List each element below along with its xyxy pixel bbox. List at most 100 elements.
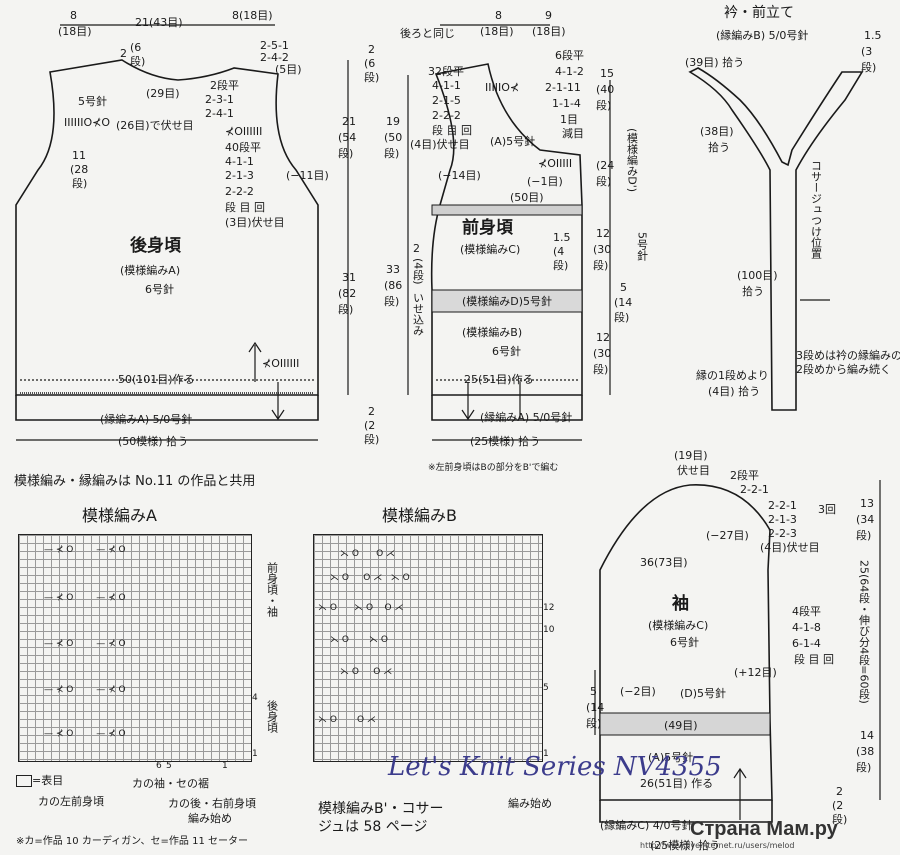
front-b2: 2 (368, 405, 375, 418)
front-r4: (4 (553, 245, 565, 258)
back-neck-dan: 段) (130, 55, 146, 68)
sleeve-d5: (D)5号針 (680, 687, 727, 700)
back-side28b: 段) (72, 177, 88, 190)
back-arm3: (3目)伏せ目 (225, 216, 285, 229)
back-title: 後身頃 (130, 236, 181, 256)
sleeve-h34: (34 (856, 513, 875, 526)
sleeve-h14b: 段) (586, 717, 602, 730)
front-note: ※左前身頃はBの部分をB'で編む (428, 463, 559, 473)
front-pattern-a: (A)5号針 (490, 135, 536, 148)
sleeve-pickup: (25模様) 拾う (650, 839, 721, 852)
front-r6b: 段) (364, 71, 380, 84)
front-a-symbols: ⊀OIIIII (538, 157, 573, 170)
back-edge-symbols: ⊀OIIIIII (262, 357, 300, 370)
front-h82: (82 (338, 287, 357, 300)
back-needle5: 5号針 (78, 95, 107, 108)
collar-note4: (4目) 拾う (708, 385, 761, 398)
chart-b-title: 模様編みB (382, 506, 457, 525)
front-pattern-b: (模様編みB) (462, 326, 523, 339)
back-arm213: 2-1-3 (225, 169, 254, 182)
chart-b-symbol-row: ⋋ O O ⋌ ⋋ O (330, 573, 410, 583)
collar-r3b: 段) (861, 61, 877, 74)
front-r30b: 段) (593, 259, 609, 272)
front-pattern-d: (模様編みD)5号針 (462, 295, 553, 308)
sleeve-b2: 2 (836, 785, 843, 798)
sleeve-r213: 2-1-3 (768, 513, 797, 526)
front-d40: (40 (596, 83, 615, 96)
front-r4b: 段) (553, 259, 569, 272)
chart-a-lab3: カの後・右前身頃 (168, 797, 256, 810)
back-arm-hdr: 段 目 回 (225, 201, 265, 214)
front-ise: いせ込み (411, 292, 425, 336)
back-dec-3: (5目) (275, 63, 302, 76)
chart-a-symbol-row: — ⊀ O — ⊀ O (44, 729, 126, 739)
front-r30c: (30 (593, 347, 612, 360)
chart-a-lab2: カの袖・セの裾 (132, 777, 209, 790)
back-width-mid: 21(43目) (135, 16, 183, 29)
front-w8s: (18目) (480, 25, 514, 38)
back-row231: 2-3-1 (205, 93, 234, 106)
front-bottom: 25(51目)作る (464, 373, 534, 386)
sleeve-needle6: 6号針 (670, 636, 699, 649)
sleeve-edge: (縁編みC) 4/0号針 (600, 819, 693, 832)
chart-a-footnote: ※カ=作品 10 カーディガン、セ=作品 11 セーター (16, 836, 249, 847)
front-d24: (24 (596, 159, 615, 172)
back-width-left: 8 (70, 9, 77, 22)
collar-note1: 3段めは衿の縁編みの (796, 349, 900, 362)
back-row2: 2段平 (210, 79, 239, 92)
front-pattern-d-v: (模様編みD') (625, 128, 639, 193)
front-r12: 12 (596, 227, 610, 240)
collar-r15: 1.5 (864, 29, 882, 42)
back-minus11: (−11目) (286, 169, 329, 182)
chart-a-col: 1 (222, 761, 228, 771)
front-r5: 5 (620, 281, 627, 294)
sleeve-outline (599, 484, 773, 801)
front-r2: 2 (368, 43, 375, 56)
front-h19: 19 (386, 115, 400, 128)
chart-a-lab1: カの左前身頃 (38, 795, 104, 808)
front-h50b: 段) (384, 147, 400, 160)
sleeve-i-hdr: 段 目 回 (794, 653, 834, 666)
back-dec-2: 2-4-2 (260, 51, 289, 64)
back-row241: 2-4-1 (205, 107, 234, 120)
front-body-outline (430, 63, 583, 396)
front-n215: 2-1-5 (432, 94, 461, 107)
front-l4: (4段) (411, 258, 425, 285)
chart-a-title: 模様編みA (82, 506, 157, 525)
front-b2b: 段) (364, 433, 380, 446)
chart-a-symbol-row: — ⊀ O — ⊀ O (44, 639, 126, 649)
chart-b-symbol-row: ⋋ O ⋋ O O ⋌ (318, 603, 404, 613)
front-s2111: 2-1-11 (545, 81, 581, 94)
front-needle6: 6号針 (492, 345, 521, 358)
sleeve-title: 袖 (672, 594, 689, 614)
sleeve-r2212: 2-2-1 (768, 499, 797, 512)
front-n32: 32段平 (428, 65, 464, 78)
chart-a-col: 6 (156, 761, 162, 771)
chart-b-num: 12 (543, 603, 555, 613)
collar-note2: 2段めから編み続く (796, 363, 891, 376)
front-title: 前身頃 (462, 218, 513, 238)
back-dec-1: 2-5-1 (260, 39, 289, 52)
chart-b-symbol-row: ⋋ O ⋋ O (330, 635, 388, 645)
sleeve-w36: 36(73目) (640, 556, 688, 569)
front-h31: 31 (342, 271, 356, 284)
sleeve-r2: 2段平 (730, 469, 759, 482)
collar-band-outline (688, 67, 864, 411)
back-symbols: IIIIIIO⊀O (64, 116, 110, 129)
front-w8: 8 (495, 9, 502, 22)
back-edge: (縁編みA) 5/0号針 (100, 413, 193, 426)
sleeve-plus12: (+12目) (734, 666, 777, 679)
front-neck-symbols: IIIIIO⊀ (485, 81, 520, 94)
chart-a-legend: =表目 (32, 774, 64, 787)
front-b2s: (2 (364, 419, 376, 432)
front-n-hdr: 段 目 回 (432, 124, 472, 137)
back-width-left-st: (18目) (58, 25, 92, 38)
sleeve-r221: 2-2-1 (740, 483, 769, 496)
front-d24b: 段) (596, 175, 612, 188)
sleeve-a5: (A)5号針 (648, 751, 694, 764)
front-w9s: (18目) (532, 25, 566, 38)
sleeve-h34b: 段) (856, 529, 872, 542)
sleeve-h13: 13 (860, 497, 874, 510)
chart-b-grid (313, 534, 543, 762)
front-w9: 9 (545, 9, 552, 22)
